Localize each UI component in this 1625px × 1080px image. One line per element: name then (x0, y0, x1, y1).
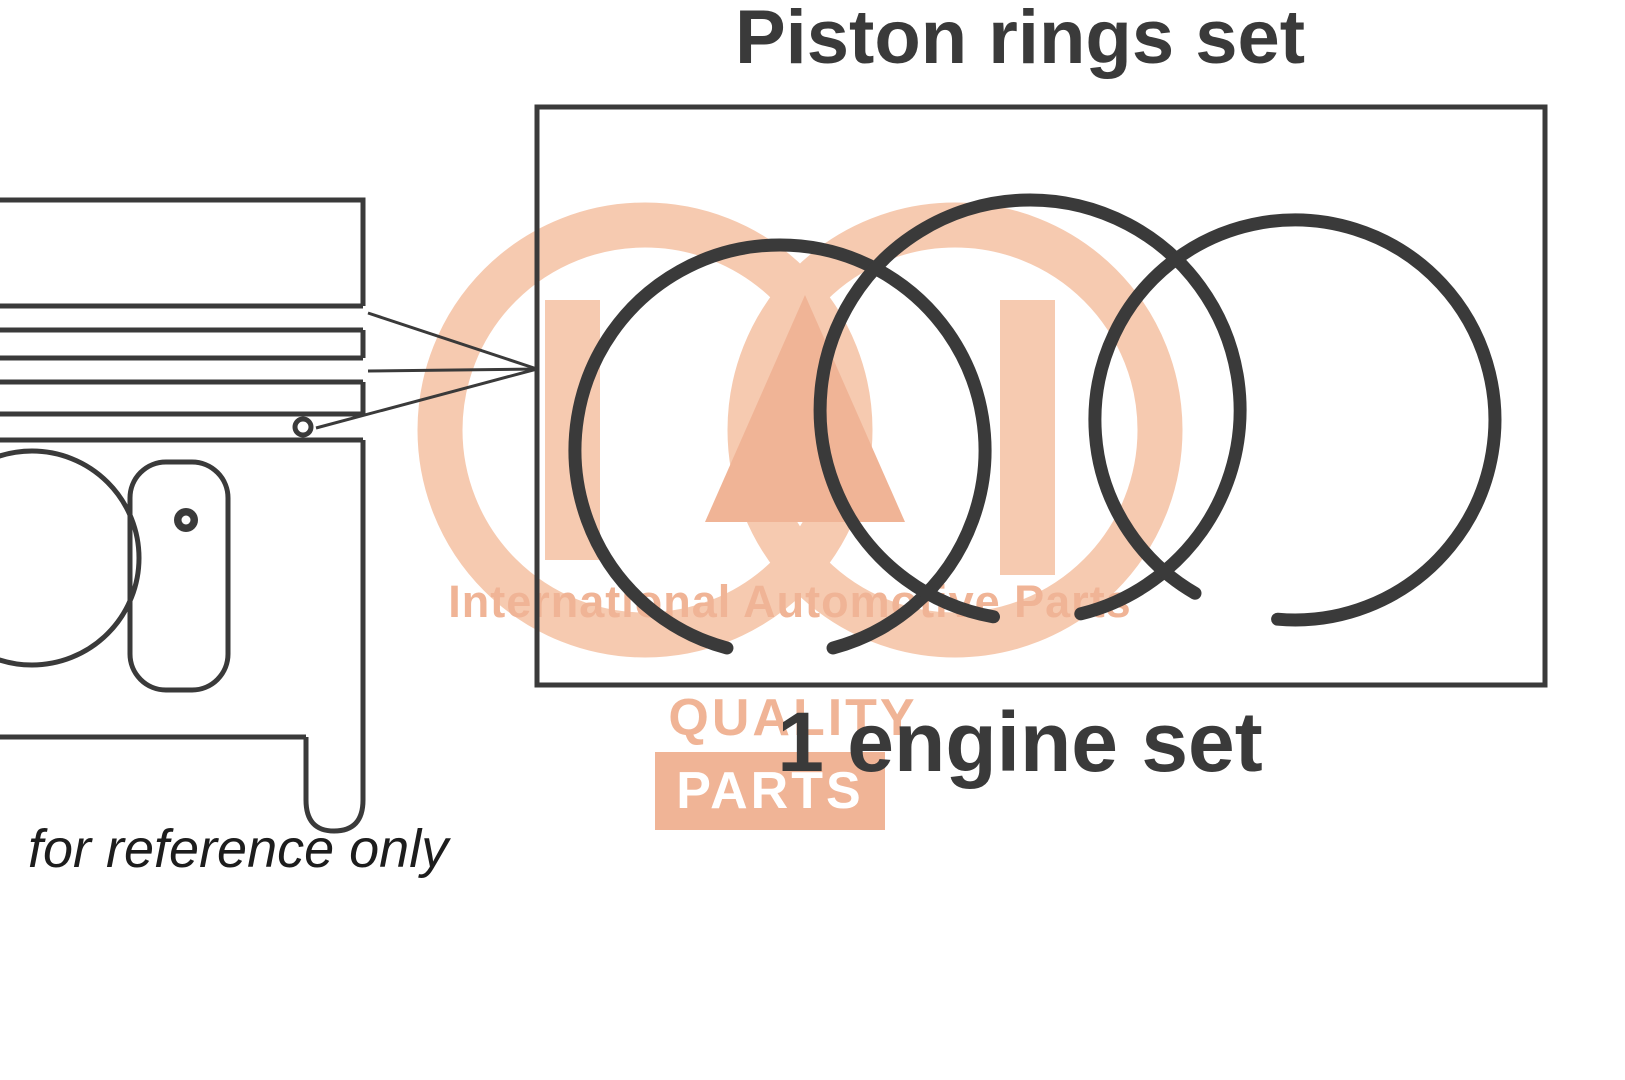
piston-ring-3 (1088, 213, 1502, 627)
piston-skirt-foot (303, 440, 366, 834)
reference-only-note: for reference only (28, 819, 449, 879)
diagram-title: Piston rings set (734, 0, 1306, 80)
logo-letter-a-triangle (705, 295, 905, 522)
rings-box (534, 104, 1548, 688)
engine-set-caption: 1 engine set (777, 695, 1263, 789)
logo-letter-p-stem (1000, 300, 1055, 575)
piston-rings (568, 193, 1502, 655)
watermark-parts-badge: PARTS (655, 752, 885, 830)
piston-oil-hole (292, 416, 314, 438)
piston-crown-outline (0, 197, 366, 306)
piston-illustration (0, 197, 366, 834)
leader-line-oil-ring (315, 367, 538, 430)
leader-line-second-ring (367, 367, 538, 373)
leader-line-top-ring (367, 311, 538, 371)
watermark-parts-text: PARTS (676, 762, 864, 820)
leader-lines (315, 311, 538, 430)
piston-ring-1 (568, 238, 992, 655)
piston-slot-pin-center (181, 515, 191, 525)
piston-pin-bore (0, 448, 142, 668)
watermark-quality-text: QUALITY (668, 689, 918, 747)
watermark-brand-text: International Automotive Parts (448, 576, 1132, 627)
piston-ring-2 (813, 193, 1247, 624)
piston-slot (127, 459, 231, 693)
